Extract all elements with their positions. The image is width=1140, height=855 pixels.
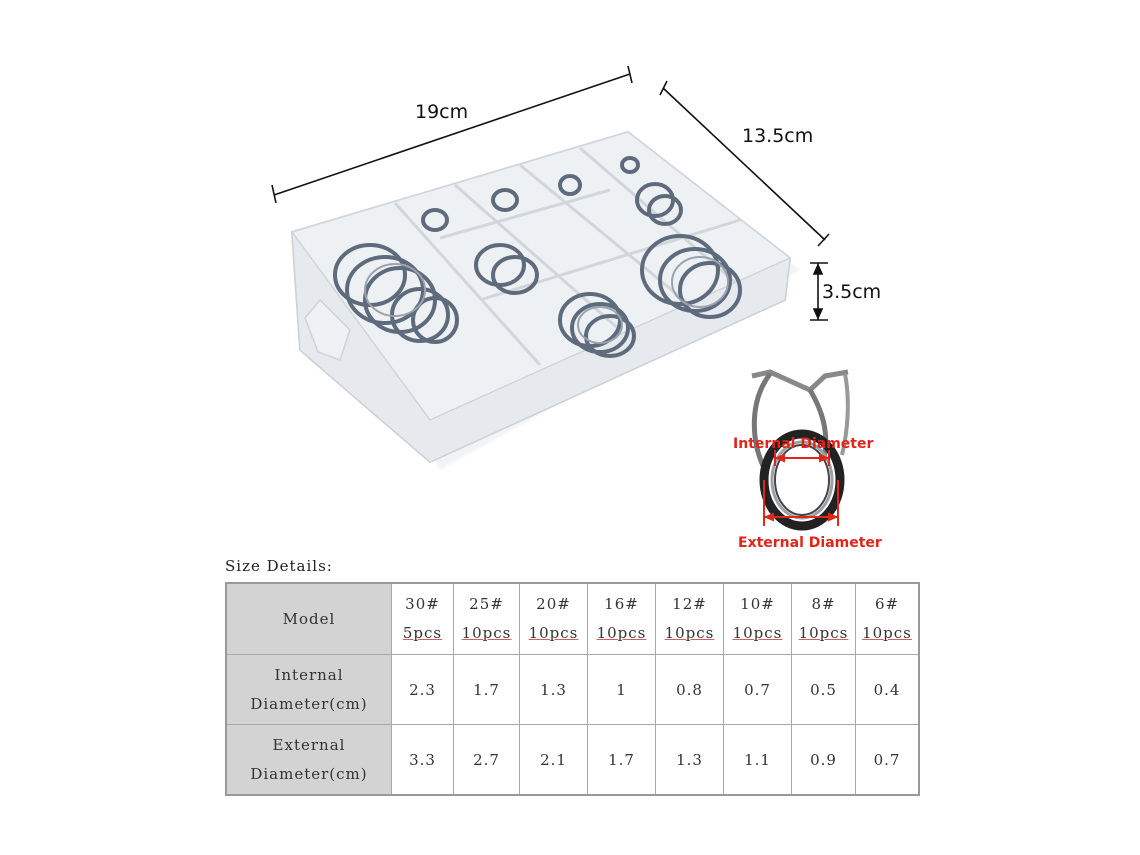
internal-value-cell: 0.4 bbox=[855, 654, 920, 725]
internal-value-cell: 0.5 bbox=[791, 654, 856, 725]
internal-value-cell: 0.7 bbox=[723, 654, 792, 725]
row-header-model: Model bbox=[225, 582, 392, 655]
external-value-cell: 0.7 bbox=[855, 724, 920, 796]
model-cell: 12#10pcs bbox=[655, 582, 724, 655]
external-value-cell: 3.3 bbox=[391, 724, 454, 796]
width-dimension-label: 13.5cm bbox=[742, 125, 814, 147]
model-cell: 20#10pcs bbox=[519, 582, 588, 655]
size-details-caption: Size Details: bbox=[225, 557, 333, 575]
internal-value-cell: 2.3 bbox=[391, 654, 454, 725]
internal-value-cell: 1.3 bbox=[519, 654, 588, 725]
external-value-cell: 0.9 bbox=[791, 724, 856, 796]
external-value-cell: 2.7 bbox=[453, 724, 520, 796]
external-diameter-label: External Diameter bbox=[738, 535, 882, 551]
tackle-box-image bbox=[271, 65, 830, 470]
model-cell: 30#5pcs bbox=[391, 582, 454, 655]
model-cell: 25#10pcs bbox=[453, 582, 520, 655]
external-value-cell: 1.7 bbox=[587, 724, 656, 796]
external-value-cell: 1.1 bbox=[723, 724, 792, 796]
internal-diameter-label: Internal Diameter bbox=[733, 436, 874, 452]
model-cell: 8#10pcs bbox=[791, 582, 856, 655]
external-value-cell: 1.3 bbox=[655, 724, 724, 796]
model-cell: 10#10pcs bbox=[723, 582, 792, 655]
internal-value-cell: 1 bbox=[587, 654, 656, 725]
model-cell: 16#10pcs bbox=[587, 582, 656, 655]
external-value-cell: 2.1 bbox=[519, 724, 588, 796]
ring-guide-image bbox=[751, 369, 850, 531]
length-dimension-label: 19cm bbox=[415, 101, 469, 123]
model-cell: 6#10pcs bbox=[855, 582, 920, 655]
internal-value-cell: 0.8 bbox=[655, 654, 724, 725]
size-details-table: Model 30#5pcs 25#10pcs 20#10pcs 16#10pcs… bbox=[225, 582, 920, 796]
height-dimension-label: 3.5cm bbox=[822, 281, 882, 303]
table-row-model: Model 30#5pcs 25#10pcs 20#10pcs 16#10pcs… bbox=[225, 582, 920, 655]
internal-value-cell: 1.7 bbox=[453, 654, 520, 725]
